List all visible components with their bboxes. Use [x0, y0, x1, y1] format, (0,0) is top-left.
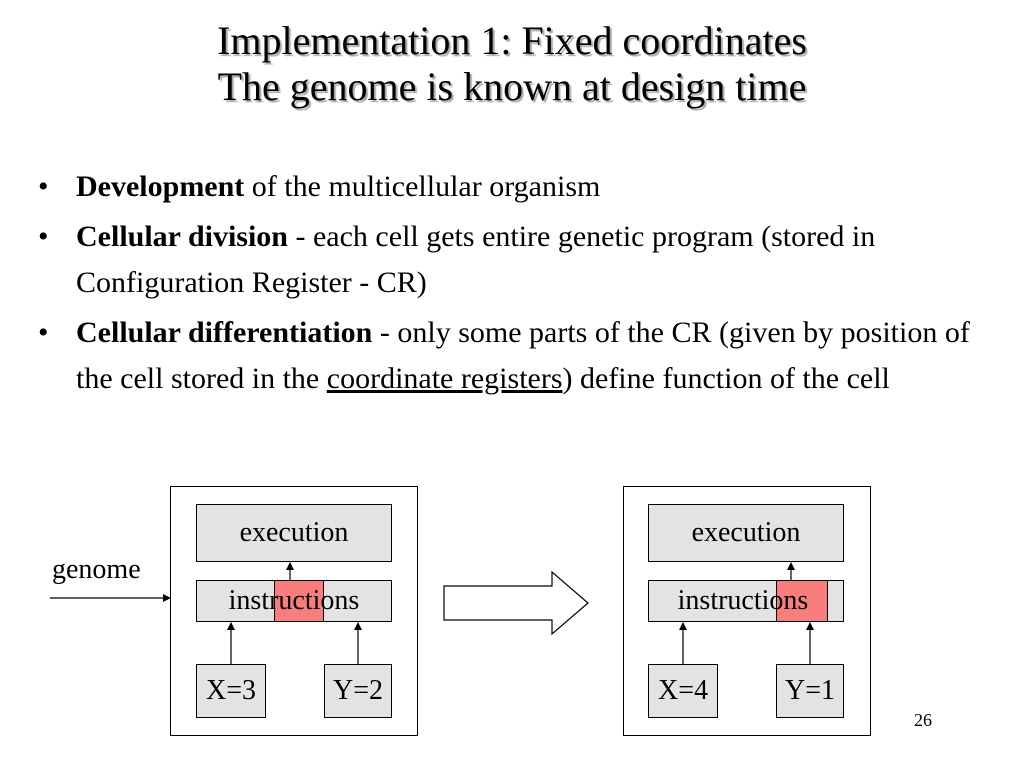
- slide-title: Implementation 1: Fixed coordinates The …: [0, 18, 1024, 110]
- left-x-label: X=3: [205, 675, 256, 706]
- left-y-register: Y=2: [324, 664, 392, 718]
- bullet-3-underlined: coordinate registers: [326, 362, 563, 395]
- right-x-register: X=4: [648, 664, 718, 718]
- right-instructions-highlight: [776, 580, 828, 622]
- left-instructions-highlight: [274, 580, 324, 622]
- bullet-3-text-after: ) define function of the cell: [562, 362, 890, 395]
- transition-block-arrow: [443, 570, 589, 636]
- left-x-register: X=3: [196, 664, 266, 718]
- bullet-cellular-differentiation: Cellular differentiation - only some par…: [34, 310, 994, 402]
- bullet-2-bold: Cellular division: [76, 220, 288, 253]
- right-x-label: X=4: [657, 675, 708, 706]
- bullet-list: Development of the multicellular organis…: [34, 164, 994, 406]
- left-instructions-label: instructions: [228, 585, 360, 616]
- bullet-cellular-division: Cellular division - each cell gets entir…: [34, 214, 994, 306]
- right-y-register: Y=1: [776, 664, 844, 718]
- left-execution-box: execution: [196, 504, 392, 562]
- bullet-development: Development of the multicellular organis…: [34, 164, 994, 210]
- title-line-2: The genome is known at design time: [217, 64, 807, 109]
- bullet-3-text-before: - only some parts of the CR (given by po…: [76, 316, 970, 395]
- left-y-label: Y=2: [332, 675, 383, 706]
- genome-label: genome: [52, 554, 141, 585]
- bullet-3-bold: Cellular differentiation: [76, 316, 373, 349]
- title-line-1: Implementation 1: Fixed coordinates: [217, 18, 807, 63]
- right-instructions-label: instructions: [677, 585, 809, 616]
- left-execution-label: execution: [239, 517, 349, 548]
- right-execution-box: execution: [648, 504, 844, 562]
- bullet-2-text: - each cell gets entire genetic program …: [76, 220, 876, 299]
- right-y-label: Y=1: [784, 675, 835, 706]
- right-execution-label: execution: [691, 517, 801, 548]
- bullet-1-text: of the multicellular organism: [244, 170, 601, 203]
- page-number: 26: [914, 710, 932, 730]
- bullet-1-bold: Development: [76, 170, 245, 203]
